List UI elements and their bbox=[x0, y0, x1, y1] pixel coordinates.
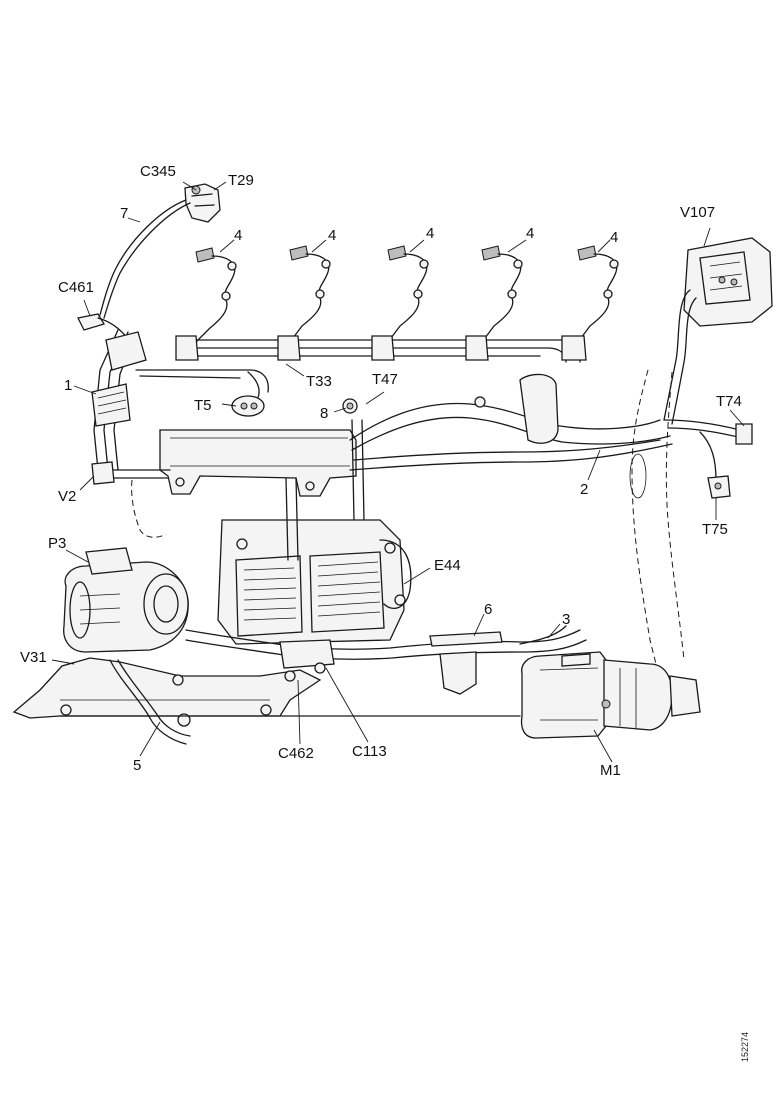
lower-harness-6 bbox=[185, 625, 587, 660]
label-v31: V31 bbox=[20, 649, 47, 666]
label-e44: E44 bbox=[434, 557, 461, 574]
sensor-t75 bbox=[699, 431, 731, 499]
label-injector-4e: 4 bbox=[610, 229, 619, 246]
starter-motor-m1 bbox=[520, 651, 701, 739]
leader-lines bbox=[51, 181, 745, 763]
harness-bracket bbox=[91, 429, 357, 497]
injector-row bbox=[195, 245, 619, 343]
ecu-e44 bbox=[217, 477, 412, 645]
label-p3: P3 bbox=[48, 535, 67, 552]
turbocharger-p3 bbox=[63, 547, 189, 653]
label-cable-7: 7 bbox=[120, 205, 129, 222]
label-c113: C113 bbox=[352, 743, 387, 760]
label-c461: C461 bbox=[58, 279, 94, 296]
v2-hose bbox=[131, 479, 167, 538]
label-t75: T75 bbox=[702, 521, 728, 538]
label-t29: T29 bbox=[228, 172, 254, 189]
label-harness-3: 3 bbox=[562, 611, 571, 628]
label-injector-4d: 4 bbox=[526, 225, 535, 242]
label-m1: M1 bbox=[600, 762, 621, 779]
label-harness-5: 5 bbox=[133, 757, 142, 774]
label-injector-4c: 4 bbox=[426, 225, 435, 242]
main-cable-2 bbox=[342, 373, 673, 471]
injector-harness-rail bbox=[175, 335, 587, 363]
label-t5: T5 bbox=[194, 397, 212, 414]
label-harness-6: 6 bbox=[484, 601, 493, 618]
harness-5 bbox=[109, 659, 187, 745]
label-v107: V107 bbox=[680, 204, 716, 221]
label-c345: C345 bbox=[140, 163, 176, 180]
sensor-t5 bbox=[231, 371, 265, 417]
sensor-t29 bbox=[184, 183, 221, 223]
label-harness-1: 1 bbox=[64, 377, 73, 394]
label-t33: T33 bbox=[306, 373, 332, 390]
engine-outline-right bbox=[631, 369, 661, 681]
module-v107 bbox=[663, 237, 773, 425]
label-t47: T47 bbox=[372, 371, 398, 388]
label-harness-8: 8 bbox=[320, 405, 329, 422]
connector-c462-c113 bbox=[279, 639, 335, 682]
label-cable-2: 2 bbox=[580, 481, 589, 498]
label-v2: V2 bbox=[58, 488, 77, 505]
label-injector-4b: 4 bbox=[328, 227, 337, 244]
label-c462: C462 bbox=[278, 745, 314, 762]
engine-bracket bbox=[12, 657, 521, 727]
document-id: 152274 bbox=[740, 1031, 750, 1062]
left-harness-1 bbox=[91, 329, 269, 471]
sensor-t74 bbox=[663, 419, 753, 445]
cable-7 bbox=[99, 199, 187, 316]
label-t74: T74 bbox=[716, 393, 742, 410]
label-injector-4a: 4 bbox=[234, 227, 243, 244]
ecu-feed-cable bbox=[351, 419, 365, 521]
mount-bracket bbox=[439, 651, 477, 695]
